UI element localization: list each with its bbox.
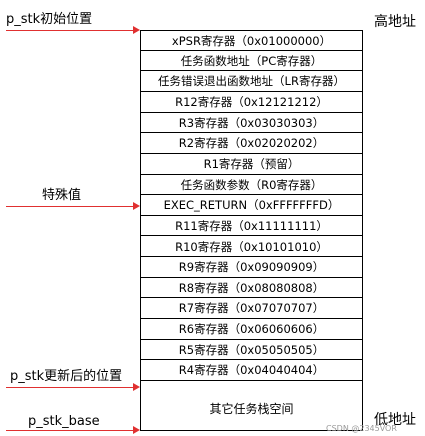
stack-cell-r4: R4寄存器（0x04040404） [141, 360, 362, 382]
stack-cell-r0: 任务函数参数（R0寄存器） [141, 175, 362, 196]
high-address-label: 高地址 [374, 14, 416, 30]
p-stk-base-arrow-line [6, 430, 134, 431]
p-stk-updated-arrow-line [6, 387, 134, 388]
p-stk-updated-label: p_stk更新后的位置 [10, 369, 123, 384]
p-stk-base-label: p_stk_base [28, 414, 100, 429]
stack-cell-r10: R10寄存器（0x10101010） [141, 237, 362, 258]
watermark: CSDN @2345VOR [326, 424, 397, 433]
stack-cell-r2: R2寄存器（0x02020202） [141, 133, 362, 154]
stack-cell-r12: R12寄存器（0x12121212） [141, 92, 362, 113]
special-value-arrow-line [6, 206, 134, 207]
stack-cell-r7: R7寄存器（0x07070707） [141, 298, 362, 320]
stack-cell-r11: R11寄存器（0x11111111） [141, 216, 362, 237]
stack-cell-r3: R3寄存器（0x03030303） [141, 113, 362, 134]
p-stk-init-arrow-line [6, 30, 134, 31]
stack-cell-r5: R5寄存器（0x05050505） [141, 340, 362, 361]
other-stack-space: 其它任务栈空间 [209, 402, 294, 416]
stack-cell-r1: R1寄存器（预留） [141, 154, 362, 175]
special-value-label: 特殊值 [42, 188, 82, 203]
task-stack: xPSR寄存器（0x01000000） 任务函数地址（PC寄存器） 任务错误退出… [140, 30, 363, 431]
stack-cell-pc: 任务函数地址（PC寄存器） [141, 51, 362, 72]
stack-cell-xpsr: xPSR寄存器（0x01000000） [141, 30, 362, 51]
stack-cell-r8: R8寄存器（0x08080808） [141, 278, 362, 299]
p-stk-init-label: p_stk初始位置 [6, 12, 93, 27]
stack-cell-lr: 任务错误退出函数地址（LR寄存器） [141, 71, 362, 92]
stack-cell-exec-return: EXEC_RETURN（0xFFFFFFFD） [141, 195, 362, 216]
special-value-arrow-icon [133, 202, 140, 210]
low-address-label: 低地址 [374, 412, 416, 428]
p-stk-base-arrow-icon [133, 426, 140, 434]
stack-cell-r9: R9寄存器（0x09090909） [141, 257, 362, 278]
stack-cell-r6: R6寄存器（0x06060606） [141, 319, 362, 340]
p-stk-init-arrow-icon [133, 26, 140, 34]
p-stk-updated-arrow-icon [133, 383, 140, 391]
